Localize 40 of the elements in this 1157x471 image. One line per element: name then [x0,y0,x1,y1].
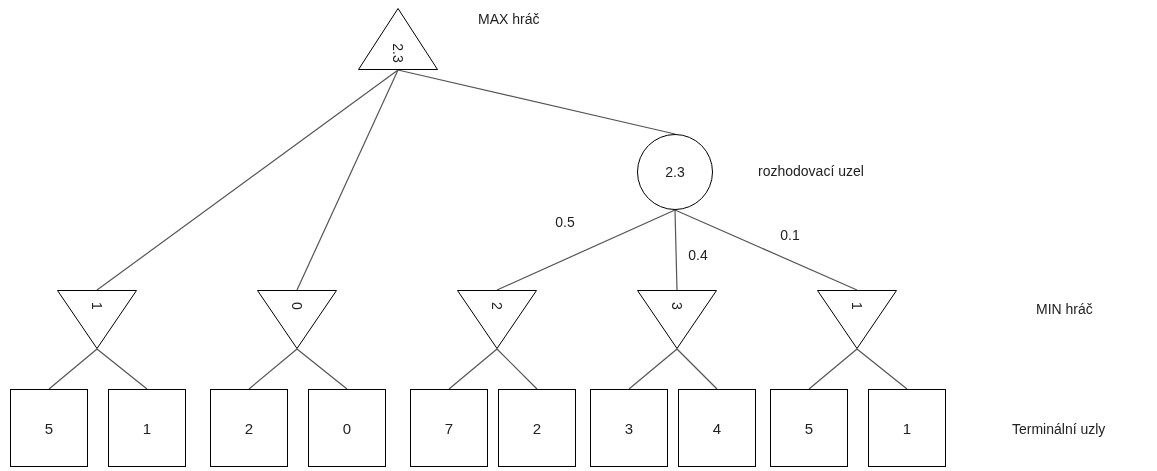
node-value: 1 [902,420,912,436]
connector-line [96,69,399,291]
connector-line [856,348,908,390]
node-value: 3 [670,301,684,310]
node-value: 1 [90,301,104,310]
connector-line [628,348,678,390]
level-label: Terminální uzly [1012,422,1106,436]
node-value: 0 [290,301,304,310]
level-label: MIN hráč [1036,302,1093,316]
node-value: 4 [712,420,722,436]
node-value: 5 [44,420,54,436]
node-value: 7 [444,420,454,436]
connector-line [674,209,858,291]
node-value: 5 [804,420,814,436]
node-value: 1 [142,420,152,436]
connector-line [676,348,718,390]
connector-line [48,348,98,390]
node-value: 3 [624,420,634,436]
node-value: 2.3 [391,43,405,63]
connector-line [496,209,676,291]
connector-line [397,69,676,135]
edge-label: 0.4 [688,248,708,262]
connector-line [296,348,348,390]
connector-line [448,348,498,390]
connector-line [674,209,678,291]
node-value: 2 [244,420,254,436]
connector-line [248,348,298,390]
edge-label: 0.5 [555,215,575,229]
connector-line [296,69,399,291]
node-value: 0 [342,420,352,436]
node-value: 1 [850,301,864,310]
node-value: 2.3 [665,165,685,179]
connector-line [496,348,538,390]
connector-line [808,348,858,390]
node-value: 2 [490,301,504,310]
connector-line [96,348,148,390]
edge-label: 0.1 [780,228,800,242]
level-label: rozhodovací uzel [758,164,864,178]
level-label: MAX hráč [478,12,540,26]
node-value: 2 [532,420,542,436]
